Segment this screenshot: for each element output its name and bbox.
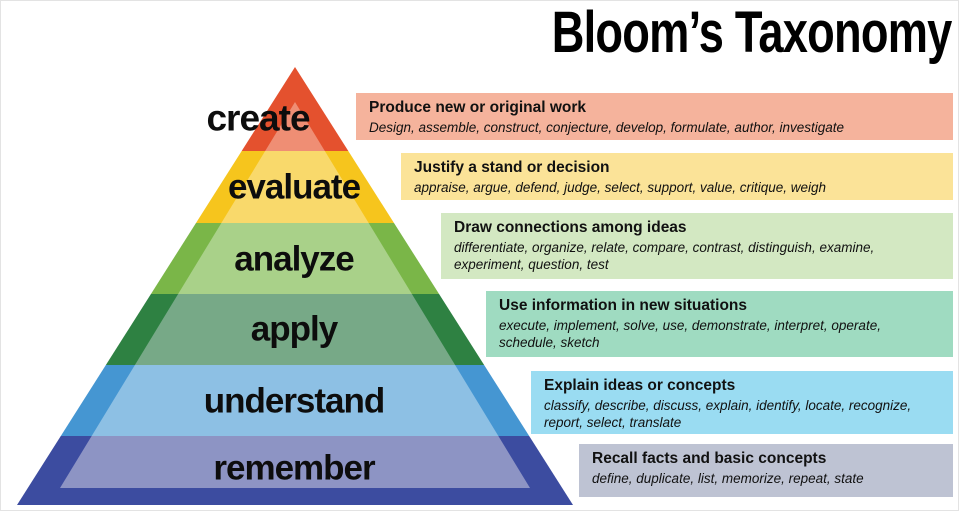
description-box-apply: Use information in new situations execut… [486,291,953,357]
description-heading: Justify a stand or decision [414,159,610,176]
pyramid-label-analyze: analyze [234,239,354,279]
description-verbs: classify, describe, discuss, explain, id… [544,397,912,431]
pyramid-label-apply: apply [250,309,338,349]
description-box-create: Produce new or original work Design, ass… [356,93,953,140]
description-box-understand: Explain ideas or concepts classify, desc… [531,371,953,434]
description-heading: Produce new or original work [369,99,587,116]
pyramid-fill-remember [60,436,530,488]
page-title: Bloom’s Taxonomy [552,0,953,65]
pyramid-fill-understand [60,365,530,436]
description-verbs: define, duplicate, list, memorize, repea… [592,470,864,486]
description-box-analyze: Draw connections among ideas differentia… [441,213,953,279]
description-verbs: appraise, argue, defend, judge, select, … [414,179,827,195]
description-verbs: execute, implement, solve, use, demonstr… [499,317,881,351]
pyramid-label-understand: understand [203,381,386,421]
description-verbs: differentiate, organize, relate, compare… [454,239,875,273]
pyramid-label-create: create [206,97,310,139]
description-heading: Recall facts and basic concepts [592,450,827,467]
description-heading: Draw connections among ideas [454,219,687,236]
pyramid-label-remember: remember [213,448,375,488]
description-heading: Explain ideas or concepts [544,377,736,394]
description-box-evaluate: Justify a stand or decision appraise, ar… [401,153,953,200]
pyramid-label-evaluate: evaluate [227,167,361,207]
description-verbs: Design, assemble, construct, conjecture,… [369,119,845,135]
description-box-remember: Recall facts and basic concepts define, … [579,444,953,497]
description-heading: Use information in new situations [499,297,748,314]
